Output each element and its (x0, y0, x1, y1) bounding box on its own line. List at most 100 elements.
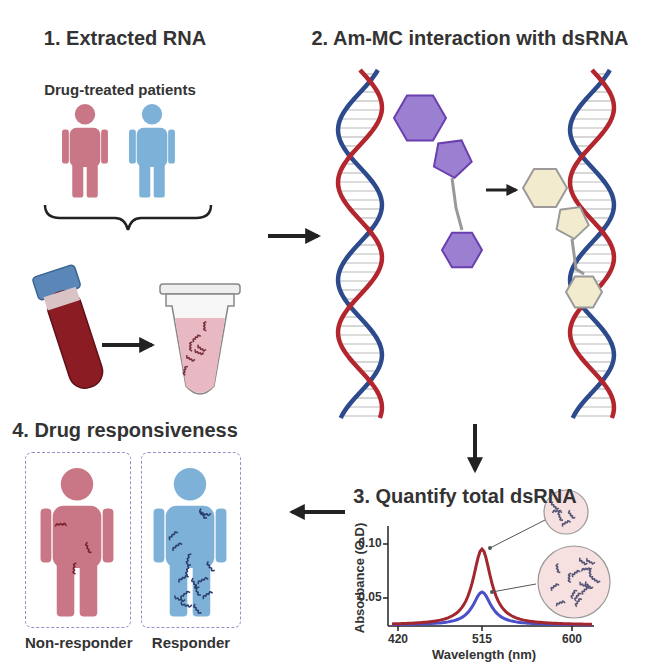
linker (572, 239, 584, 274)
blood-tube (32, 264, 112, 394)
group-label: Non-responder (25, 634, 131, 651)
rna-strand (179, 576, 189, 583)
eppendorf-tube (160, 284, 240, 394)
base-pair (352, 100, 381, 101)
base-pair (570, 127, 606, 128)
base-pair (344, 199, 382, 200)
rna-strand (187, 355, 195, 361)
base-pair (340, 118, 379, 119)
base-pair (345, 109, 382, 110)
absorbance-chart-part (492, 584, 536, 592)
rna-strand (582, 587, 590, 594)
absorbance-chart-part (538, 546, 610, 618)
rna-strand (186, 565, 191, 576)
base-pair (571, 190, 610, 191)
rna-strand (551, 584, 559, 591)
rna-strand (553, 510, 562, 513)
ring (557, 207, 589, 239)
ring (442, 233, 482, 268)
absorbance-chart-part (383, 543, 388, 545)
person-icon (62, 104, 108, 198)
base-pair (338, 334, 375, 335)
person-part (57, 563, 75, 617)
base-pair (570, 181, 605, 182)
rna-strand (204, 322, 207, 331)
person-part (129, 130, 136, 164)
base-pair (571, 325, 600, 326)
base-pair (350, 253, 382, 254)
base-pair (571, 136, 599, 137)
rna-strand (580, 582, 588, 587)
absorbance-chart-part (490, 590, 494, 594)
rna-strand (338, 70, 382, 418)
absorbance-chart-part (387, 526, 389, 626)
person-part (62, 130, 69, 164)
base-pair (339, 136, 367, 137)
person-part (174, 468, 206, 500)
person-part (154, 509, 165, 563)
transfer-arrow (102, 343, 152, 347)
base-pair (585, 361, 613, 362)
rna-strand (183, 367, 188, 376)
base-pair (587, 397, 612, 398)
base-pair (571, 271, 610, 272)
step-arrow (292, 510, 345, 514)
dashed-box: Non-responder (25, 452, 131, 652)
rna-strand (587, 558, 595, 564)
eppendorf-tube-part (160, 284, 240, 294)
rna-strand (570, 70, 614, 418)
rna-strand (181, 602, 192, 607)
tick-label: 600 (562, 633, 582, 646)
person-part (80, 563, 98, 617)
rna-strand (86, 542, 92, 552)
base-pair (339, 325, 368, 326)
absorbance-chart-part (397, 626, 399, 631)
ring (394, 95, 446, 140)
molecule (394, 95, 482, 267)
base-pair (339, 271, 378, 272)
person-part (87, 164, 98, 198)
rna-strand (562, 521, 570, 527)
base-pair (573, 343, 612, 344)
rna-strand (571, 591, 577, 599)
group-label: Drug-treated patients (44, 82, 196, 99)
panel-title: 1. Extracted RNA (44, 27, 206, 49)
base-pair (338, 181, 373, 182)
base-pair (572, 172, 597, 173)
base-pair (343, 262, 381, 263)
eppendorf-tube-part (175, 318, 225, 393)
base-pair (338, 280, 372, 281)
rna-strand (173, 543, 182, 551)
rna-strand (569, 510, 576, 518)
base-pair (576, 199, 614, 200)
rna-strand (169, 532, 178, 540)
absorbance-chart (383, 490, 610, 631)
rna-strand (186, 554, 191, 565)
base-pair (578, 352, 614, 353)
rna-strand (200, 511, 211, 515)
person-icon (154, 468, 227, 617)
base-pair (353, 361, 381, 362)
tick-label: 420 (388, 633, 408, 646)
tick-label: 0.05 (358, 591, 381, 604)
base-pair (582, 253, 614, 254)
panel-title: 2. Am-MC interaction with dsRNA (311, 27, 628, 49)
base-pair (570, 334, 607, 335)
rna-strand (192, 578, 200, 587)
base-pair (584, 100, 613, 101)
base-pair (341, 343, 380, 344)
rna-strand (193, 335, 201, 342)
person-part (170, 563, 188, 617)
person-part (137, 128, 168, 167)
base-pair (339, 190, 378, 191)
person-part (101, 130, 108, 164)
rna-strand (190, 342, 193, 351)
person-icon (129, 104, 175, 198)
rna-strand (198, 578, 208, 584)
person-part (53, 506, 102, 568)
rna-strand (558, 512, 563, 520)
rna-strand (556, 564, 560, 573)
rna-strand (198, 345, 206, 351)
base-pair (346, 352, 382, 353)
